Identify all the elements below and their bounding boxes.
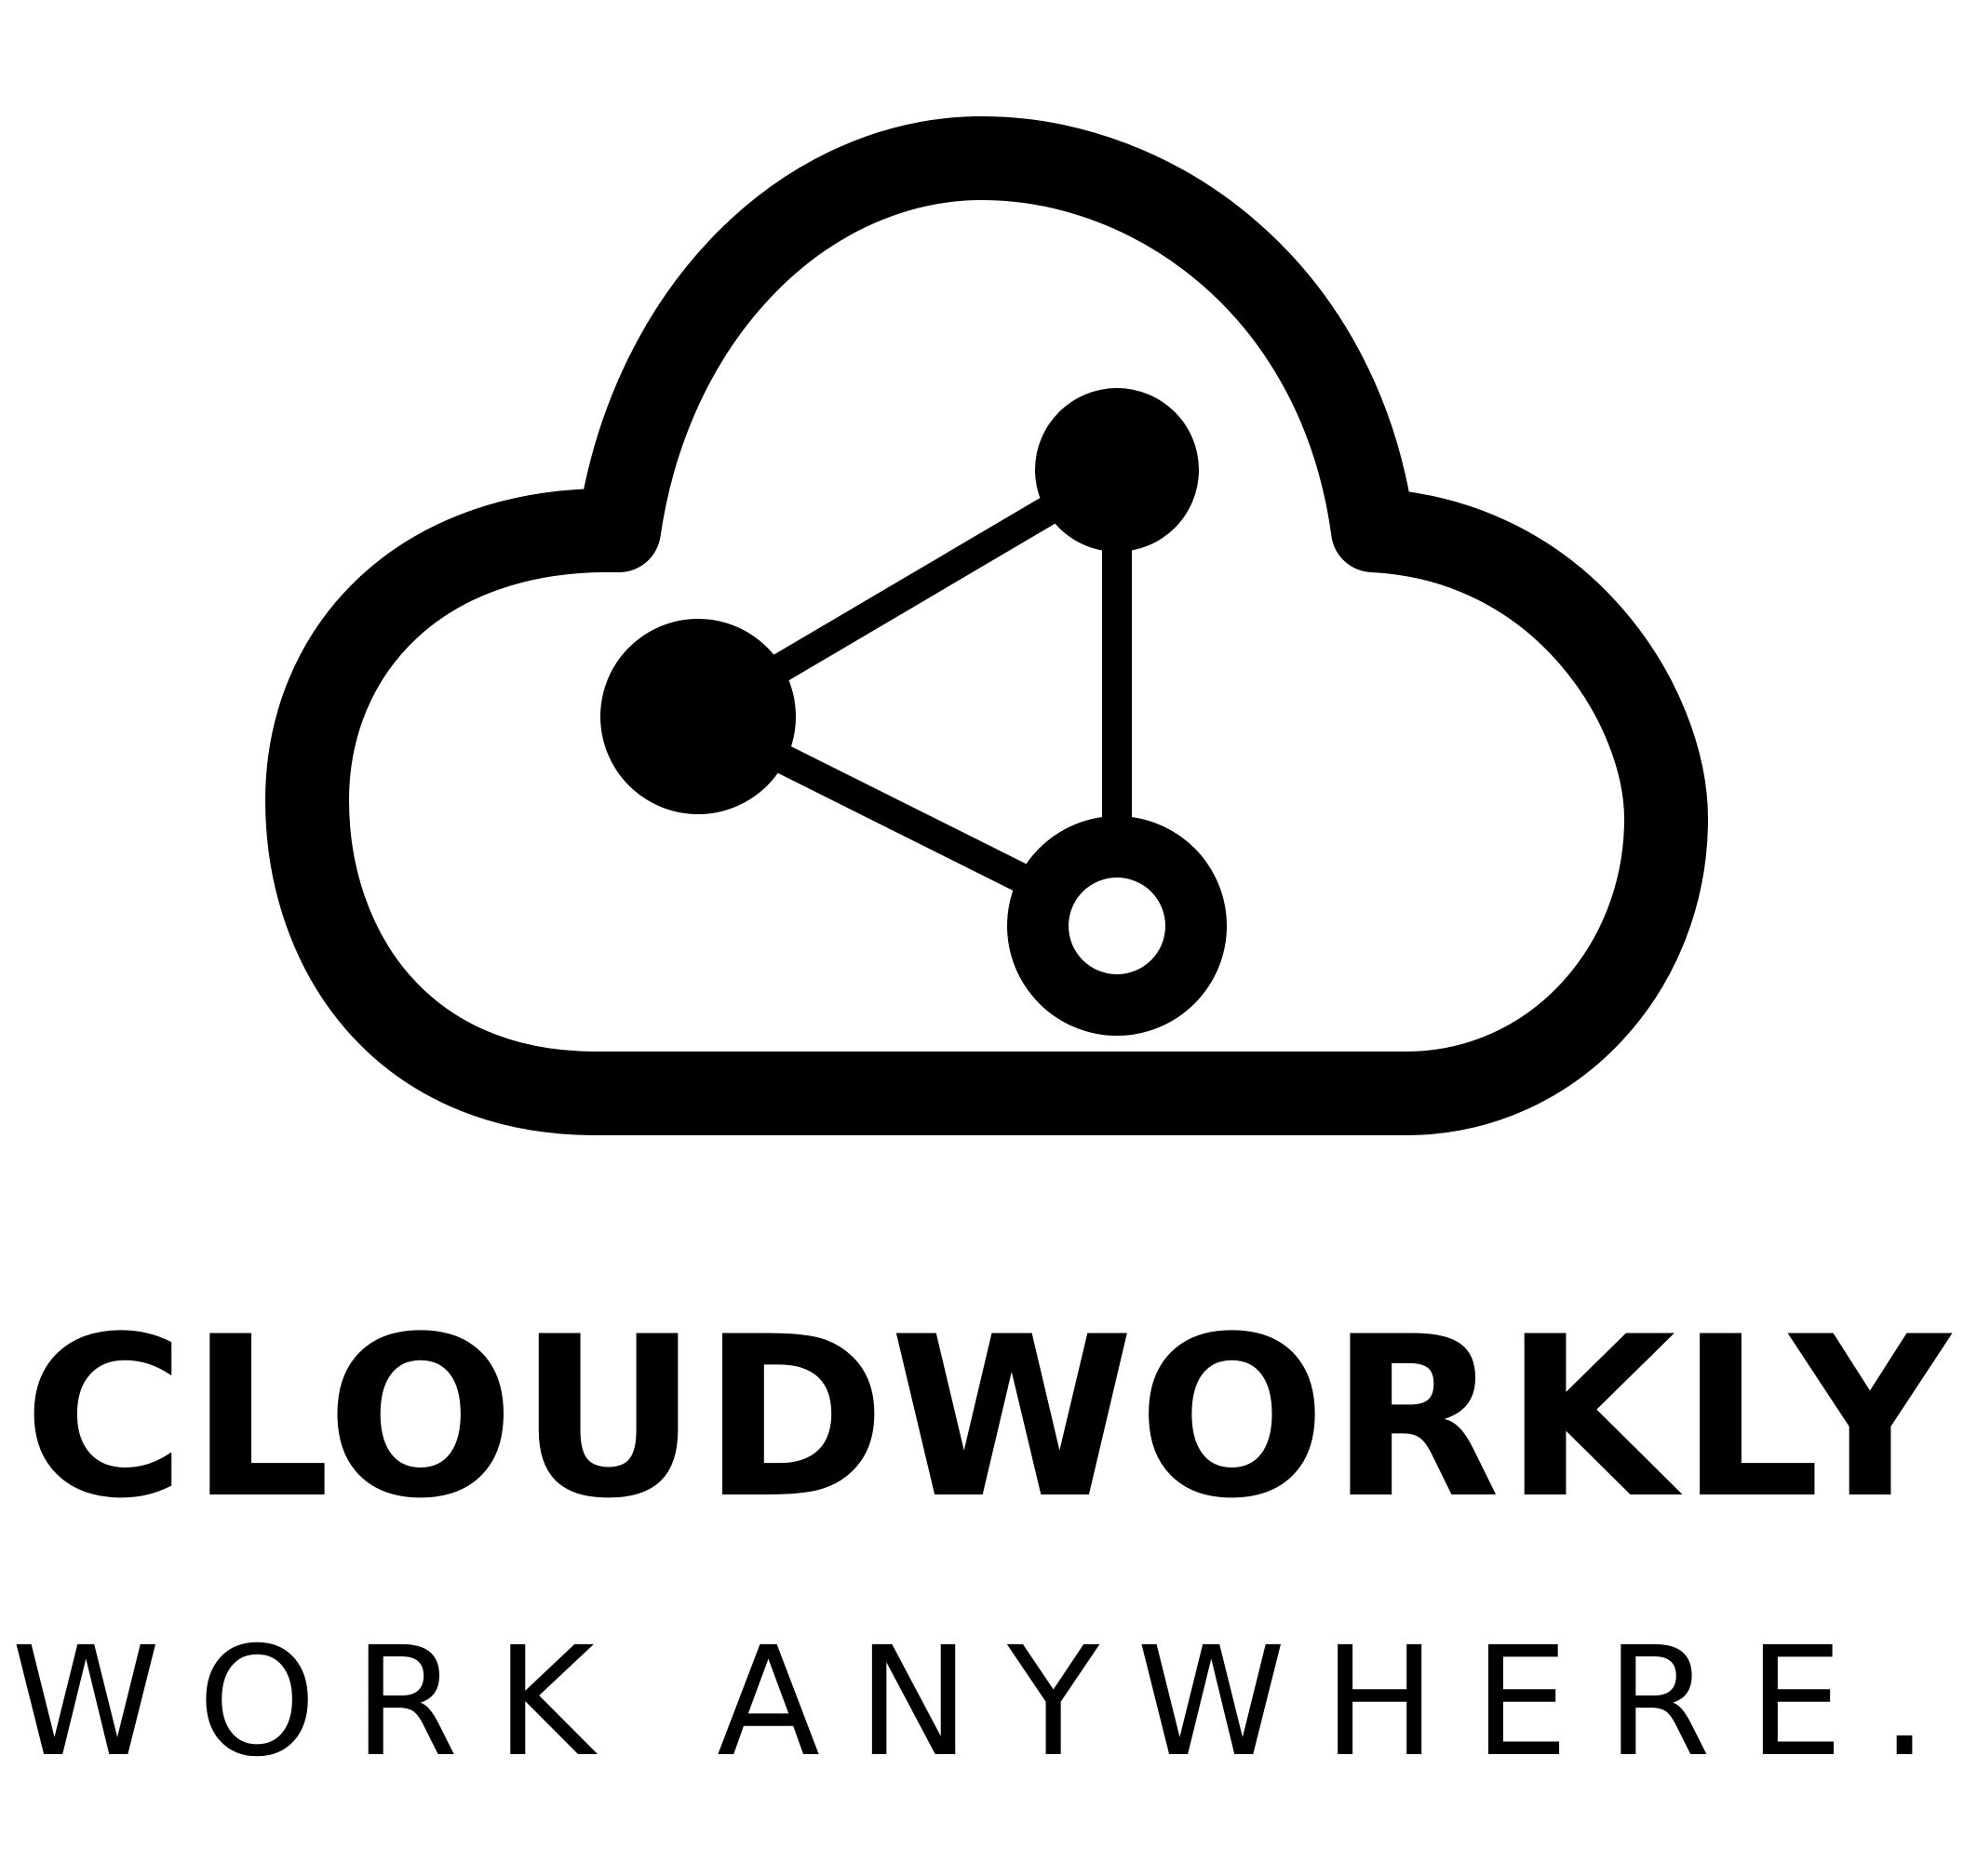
network-node-bottom-hole: [1069, 878, 1165, 974]
network-node-left: [600, 619, 796, 814]
cloud-network-icon: [265, 116, 1708, 1135]
brand-tagline: WORK ANYWHERE.: [11, 1615, 1966, 1790]
cloud-outline: [265, 116, 1708, 1135]
network-node-top: [1035, 388, 1199, 552]
brand-name: CLOUDWORKLY: [22, 1290, 1955, 1548]
